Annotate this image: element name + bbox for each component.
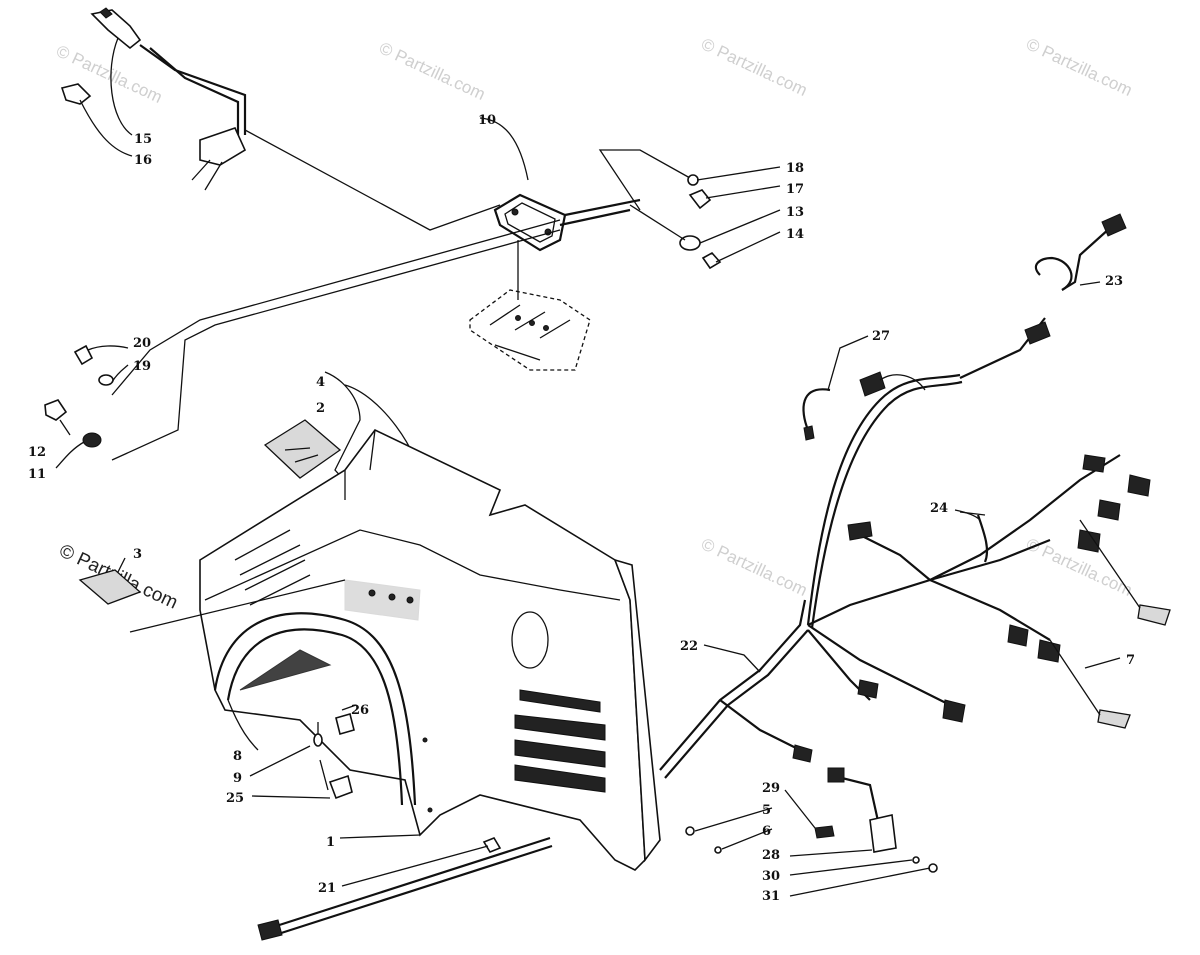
callout-10: 10	[478, 113, 496, 128]
part-20	[73, 344, 94, 366]
callout-31: 31	[762, 889, 780, 904]
part-12	[44, 399, 68, 421]
parts-19-20-11-12	[44, 344, 129, 469]
callout-11: 11	[28, 467, 46, 482]
throttle-cable-assembly	[60, 7, 501, 231]
hardware-17-18-13-14	[598, 149, 781, 270]
callout-25: 25	[226, 791, 244, 806]
switch-part-16	[60, 83, 92, 105]
console-body-1	[199, 428, 661, 871]
throttle-lever-tip	[99, 7, 113, 19]
callout-22: 22	[680, 639, 698, 654]
callout-19: 19	[133, 359, 151, 374]
callout-26: 26	[351, 703, 369, 718]
callout-5: 5	[762, 803, 771, 818]
switch-28-hardware	[685, 767, 938, 897]
throttle-lever-part	[90, 9, 142, 50]
callout-27: 27	[872, 329, 890, 344]
callout-13: 13	[786, 205, 804, 220]
callout-8: 8	[233, 749, 242, 764]
callout-3: 3	[133, 547, 142, 562]
long-cables	[111, 198, 641, 461]
callout-7: 7	[1126, 653, 1135, 668]
callout-23: 23	[1105, 274, 1123, 289]
part-19	[98, 374, 114, 386]
cable-end-part	[199, 127, 247, 166]
part-11	[82, 432, 102, 448]
callout-1: 1	[326, 835, 335, 850]
leader-lines	[227, 281, 1121, 887]
watermark-2: © Partzilla.com	[376, 38, 488, 104]
callout-labels: 1 2 3 4 5 6 7 8 9 10 11 12 13 14 15 16 1…	[28, 113, 1135, 904]
callout-9: 9	[233, 771, 242, 786]
callout-4: 4	[316, 375, 325, 390]
callout-21: 21	[318, 881, 336, 896]
callout-12: 12	[28, 445, 46, 460]
callout-29: 29	[762, 781, 780, 796]
callout-20: 20	[133, 336, 151, 351]
callout-15: 15	[134, 132, 152, 147]
callout-17: 17	[786, 182, 804, 197]
callout-16: 16	[134, 153, 152, 168]
callout-24: 24	[930, 501, 948, 516]
watermark-4: © Partzilla.com	[1023, 34, 1135, 100]
callout-14: 14	[786, 227, 804, 242]
callout-30: 30	[762, 869, 780, 884]
callout-2: 2	[316, 401, 325, 416]
strap-21	[257, 836, 553, 941]
watermarks: © Partzilla.com © Partzilla.com © Partzi…	[53, 34, 1135, 613]
watermark-3: © Partzilla.com	[698, 34, 810, 100]
parts-9-25-26	[313, 713, 355, 800]
wiring-harness	[659, 213, 1171, 779]
mounting-plate-10	[469, 117, 591, 371]
watermark-6: © Partzilla.com	[698, 534, 810, 600]
decal-3	[78, 557, 346, 633]
callout-6: 6	[762, 824, 771, 839]
callout-18: 18	[786, 161, 804, 176]
callout-28: 28	[762, 848, 780, 863]
